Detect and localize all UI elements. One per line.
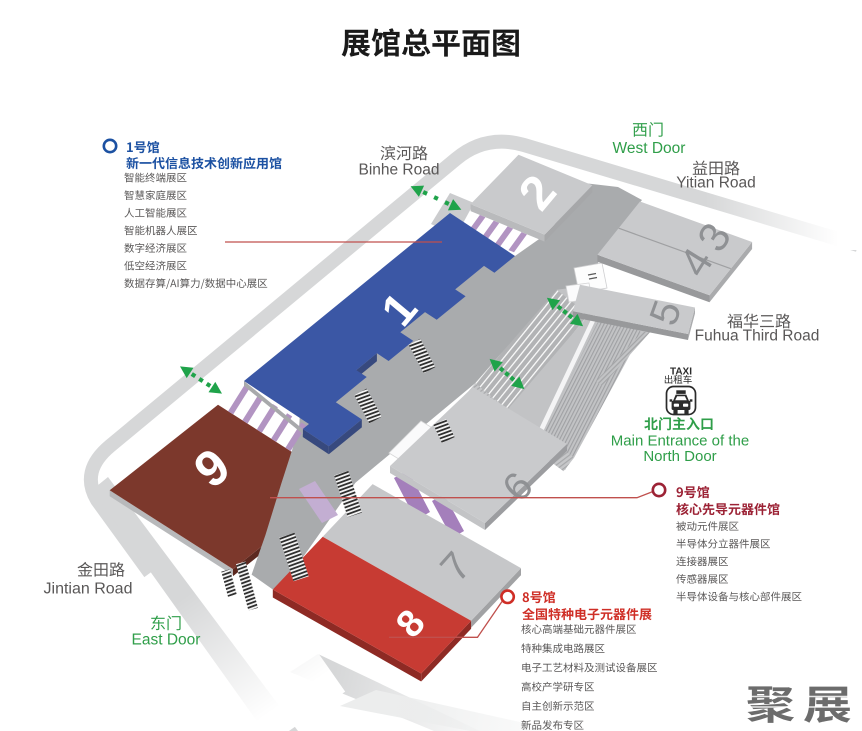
- svg-text:West Door: West Door: [613, 140, 686, 157]
- svg-text:Fuhua Third Road: Fuhua Third Road: [695, 328, 820, 345]
- svg-text:East Door: East Door: [132, 632, 201, 649]
- svg-text:Binhe Road: Binhe Road: [358, 162, 439, 179]
- svg-text:Main Entrance of the: Main Entrance of the: [611, 433, 749, 450]
- svg-text:TAXI: TAXI: [670, 367, 692, 378]
- svg-text:Yitian Road: Yitian Road: [676, 175, 756, 192]
- svg-text:Jintian Road: Jintian Road: [44, 581, 133, 598]
- svg-text:North Door: North Door: [643, 448, 716, 465]
